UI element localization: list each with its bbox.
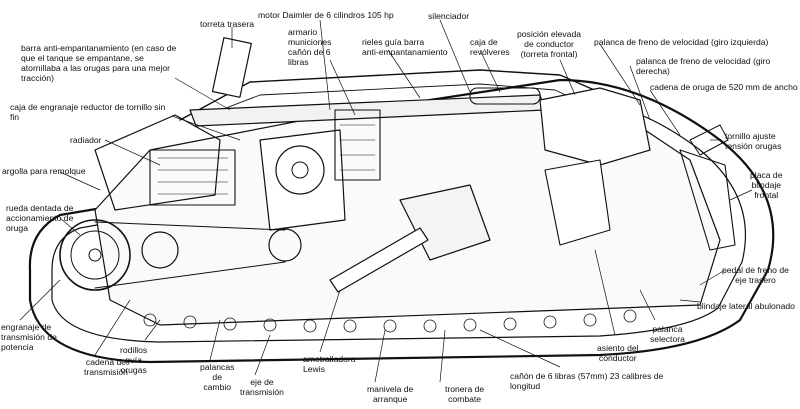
engine xyxy=(259,129,346,231)
gun-barrel xyxy=(329,227,429,293)
label-pedal-freno: pedal de freno de eje trasero xyxy=(722,265,789,285)
rear-turret xyxy=(211,37,252,98)
label-caja-revolveres: caja de revólveres xyxy=(470,37,510,57)
driver-seat xyxy=(544,159,611,246)
flywheel xyxy=(275,145,325,195)
tension-bolt xyxy=(689,124,729,156)
transmission-gear xyxy=(141,231,179,269)
label-manivela: manivela de arranque xyxy=(367,384,414,404)
ammo-locker xyxy=(334,109,381,181)
drive-chain xyxy=(94,221,286,289)
label-argolla: argolla para remolque xyxy=(2,166,86,176)
label-barra-anti: barra anti-empantanamiento (en caso de q… xyxy=(21,43,177,83)
label-cadena-oruga: cadena de oruga de 520 mm de ancho xyxy=(650,82,798,92)
label-eje-transmision: eje de transmisión xyxy=(240,377,284,397)
label-engranaje-potencia: engranaje de transmisión de potencia xyxy=(1,322,57,352)
label-canon: cañón de 6 libras (57mm) 23 calibres de … xyxy=(510,371,664,391)
label-placa-blindaje: placa de blindaje frontal xyxy=(750,170,783,200)
label-asiento: asiento del conductor xyxy=(597,343,639,363)
drive-sprocket xyxy=(59,219,131,291)
label-ametralladora: ametralladora Lewis xyxy=(303,354,356,374)
label-rodillos: rodillos guía orugas xyxy=(120,345,148,375)
label-torreta-trasera: torreta trasera xyxy=(200,19,254,29)
front-armor xyxy=(679,149,736,251)
label-rieles: rieles guía barra anti-empantanamiento xyxy=(362,37,448,57)
label-palancas-cambio: palancas de cambio xyxy=(200,362,235,392)
label-palanca-freno-izq: palanca de freno de velocidad (giro izqu… xyxy=(594,37,769,47)
rear-hull xyxy=(94,114,221,211)
driver-cab xyxy=(539,87,651,166)
label-posicion-elevada: posición elevada de conductor (torreta f… xyxy=(517,29,582,59)
label-palanca-selectora: palanca selectora xyxy=(650,324,685,344)
silencer xyxy=(469,87,541,105)
label-rueda-dentada: rueda dentada de accionamiento de oruga xyxy=(6,203,74,233)
label-armario: armario municiones cañón de 6 libras xyxy=(288,27,332,67)
label-silenciador: silenciador xyxy=(428,11,470,21)
label-radiador: radiador xyxy=(70,135,102,145)
label-motor: motor Daimler de 6 cilindros 105 hp xyxy=(258,10,394,20)
label-caja-engranaje: caja de engranaje reductor de tornillo s… xyxy=(10,102,166,122)
label-palanca-freno-der: palanca de freno de velocidad (giro dere… xyxy=(636,56,771,76)
label-cadena-transmision: cadena de transmisión xyxy=(84,357,128,377)
radiator xyxy=(149,149,236,206)
label-blindaje-lateral: blindaje lateral abulonado xyxy=(697,301,795,311)
label-tornillo: tornillo ajuste tensión orugas xyxy=(725,131,782,151)
label-tronera: tronera de combate xyxy=(445,384,485,404)
